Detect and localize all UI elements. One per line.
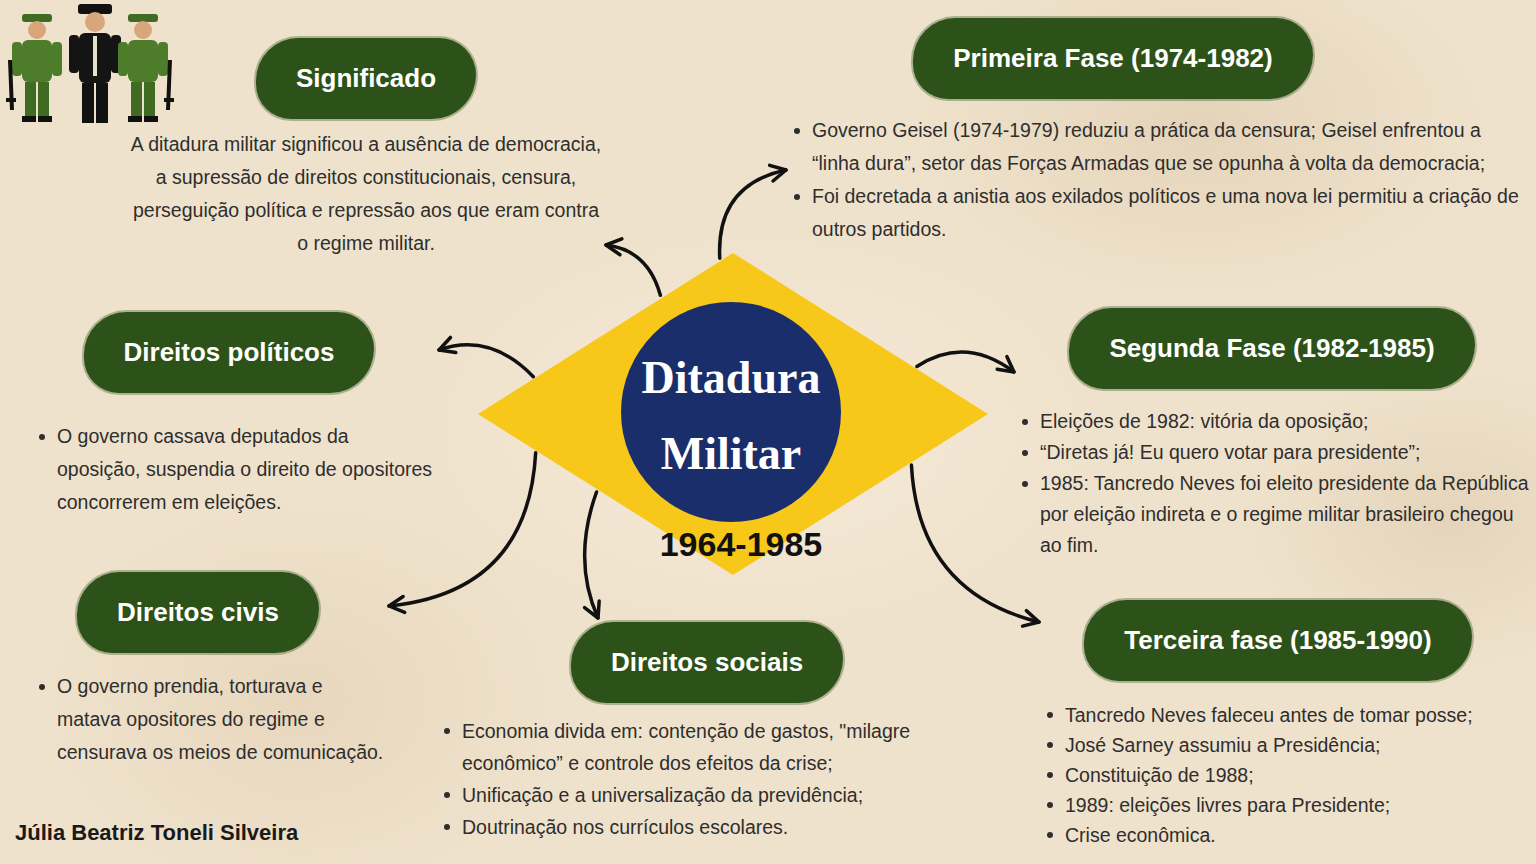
heading-pill: Primeira Fase (1974-1982) [913, 18, 1312, 99]
heading-text: Terceira fase (1985-1990) [1124, 625, 1431, 655]
bullet-dot [794, 194, 800, 200]
node-body: O governo cassava deputados da oposição,… [35, 420, 435, 519]
bullet-item: 1985: Tancredo Neves foi eleito presiden… [1018, 468, 1530, 561]
bullet-item: Unificação e a universalização da previd… [440, 779, 1000, 811]
heading-text: Direitos civis [117, 597, 279, 627]
node-body: Tancredo Neves faleceu antes de tomar po… [1043, 700, 1530, 850]
bullet-dot [39, 434, 45, 440]
heading-pill: Terceira fase (1985-1990) [1084, 600, 1471, 681]
curved-arrow [917, 352, 1014, 372]
node-body: A ditadura militar significou a ausência… [130, 128, 602, 260]
bullet-dot [1047, 742, 1053, 748]
curved-arrow [720, 170, 786, 258]
soldier-right [118, 14, 174, 122]
heading-pill: Significado [256, 38, 476, 119]
bullet-item: Crise econômica. [1043, 820, 1530, 850]
bullet-dot [1022, 419, 1028, 425]
body-text: “Diretas já! Eu quero votar para preside… [1040, 437, 1530, 468]
curved-arrow [911, 465, 1039, 622]
topic-node: Primeira Fase (1974-1982) Governo Geisel … [790, 18, 1520, 246]
topic-node: Significado A ditadura militar significou… [130, 38, 602, 260]
topic-node: Direitos políticos O governo cassava depu… [35, 312, 435, 519]
curved-arrow [606, 245, 660, 295]
bullet-dot [444, 824, 450, 830]
bullet-item: O governo cassava deputados da oposição,… [35, 420, 435, 519]
body-text: Governo Geisel (1974-1979) reduziu a prá… [812, 114, 1520, 180]
body-text: 1985: Tancredo Neves foi eleito presiden… [1040, 468, 1530, 561]
heading-text: Direitos políticos [124, 337, 335, 367]
author-label: Júlia Beatriz Toneli Silveira [15, 820, 298, 846]
bullet-item: “Diretas já! Eu quero votar para preside… [1018, 437, 1530, 468]
curved-arrow [585, 492, 598, 618]
flag-circle [621, 302, 841, 522]
body-text: Foi decretada a anistia aos exilados pol… [812, 180, 1520, 246]
bullet-item: Doutrinação nos currículos escolares. [440, 811, 1000, 843]
bullet-dot [1047, 832, 1053, 838]
heading-text: Segunda Fase (1982-1985) [1109, 333, 1434, 363]
body-text: Tancredo Neves faleceu antes de tomar po… [1065, 700, 1530, 730]
bullet-dot [1022, 481, 1028, 487]
body-text: 1989: eleições livres para Presidente; [1065, 790, 1530, 820]
topic-node: Direitos civis O governo prendia, tortura… [35, 572, 385, 769]
topic-node: Terceira fase (1985-1990) Tancredo Neves … [1043, 600, 1530, 850]
heading-text: Direitos sociais [611, 647, 803, 677]
body-text: Doutrinação nos currículos escolares. [462, 811, 1000, 843]
central-diamond: Ditadura Militar1964-1985 [478, 253, 988, 575]
body-text: Eleições de 1982: vitória da oposição; [1040, 406, 1530, 437]
topic-node: Segunda Fase (1982-1985) Eleições de 1982… [1018, 308, 1530, 561]
body-text: José Sarney assumiu a Presidência; [1065, 730, 1530, 760]
heading-text: Significado [296, 63, 436, 93]
bullet-item: 1989: eleições livres para Presidente; [1043, 790, 1530, 820]
soldier-left [6, 14, 62, 122]
bullet-dot [1047, 802, 1053, 808]
heading-pill: Segunda Fase (1982-1985) [1069, 308, 1474, 389]
body-text: O governo prendia, torturava e matava op… [57, 670, 385, 769]
period-years: 1964-1985 [486, 525, 996, 563]
bullet-item: Economia divida em: contenção de gastos,… [440, 715, 1000, 779]
bullet-dot [1047, 772, 1053, 778]
node-body: Eleições de 1982: vitória da oposição;“D… [1018, 406, 1530, 561]
topic-node: Direitos sociaisEconomia divida em: cont… [440, 622, 1000, 843]
bullet-item: Foi decretada a anistia aos exilados pol… [790, 180, 1520, 246]
curved-arrow [439, 345, 533, 377]
body-text: Crise econômica. [1065, 820, 1530, 850]
node-body: Governo Geisel (1974-1979) reduziu a prá… [790, 114, 1520, 246]
bullet-dot [1047, 712, 1053, 718]
body-text: Economia divida em: contenção de gastos,… [462, 715, 1000, 779]
body-text: Unificação e a universalização da previd… [462, 779, 1000, 811]
officer-center [69, 4, 121, 123]
bullet-dot [39, 684, 45, 690]
node-body: Economia divida em: contenção de gastos,… [440, 715, 1000, 843]
soldiers-illustration [0, 0, 200, 140]
body-text: O governo cassava deputados da oposição,… [57, 420, 435, 519]
body-text: Constituição de 1988; [1065, 760, 1530, 790]
bullet-item: Governo Geisel (1974-1979) reduziu a prá… [790, 114, 1520, 180]
bullet-item: O governo prendia, torturava e matava op… [35, 670, 385, 769]
body-text: A ditadura militar significou a ausência… [130, 128, 602, 260]
bullet-item: Tancredo Neves faleceu antes de tomar po… [1043, 700, 1530, 730]
bullet-item: José Sarney assumiu a Presidência; [1043, 730, 1530, 760]
bullet-item: Constituição de 1988; [1043, 760, 1530, 790]
heading-pill: Direitos políticos [84, 312, 375, 393]
heading-text: Primeira Fase (1974-1982) [953, 43, 1272, 73]
bullet-item: Eleições de 1982: vitória da oposição; [1018, 406, 1530, 437]
heading-pill: Direitos civis [77, 572, 319, 653]
heading-pill: Direitos sociais [571, 622, 843, 703]
bullet-dot [794, 128, 800, 134]
central-title: Ditadura Militar [616, 340, 846, 492]
node-body: O governo prendia, torturava e matava op… [35, 670, 385, 769]
bullet-dot [1022, 450, 1028, 456]
bullet-dot [444, 792, 450, 798]
bullet-dot [444, 728, 450, 734]
